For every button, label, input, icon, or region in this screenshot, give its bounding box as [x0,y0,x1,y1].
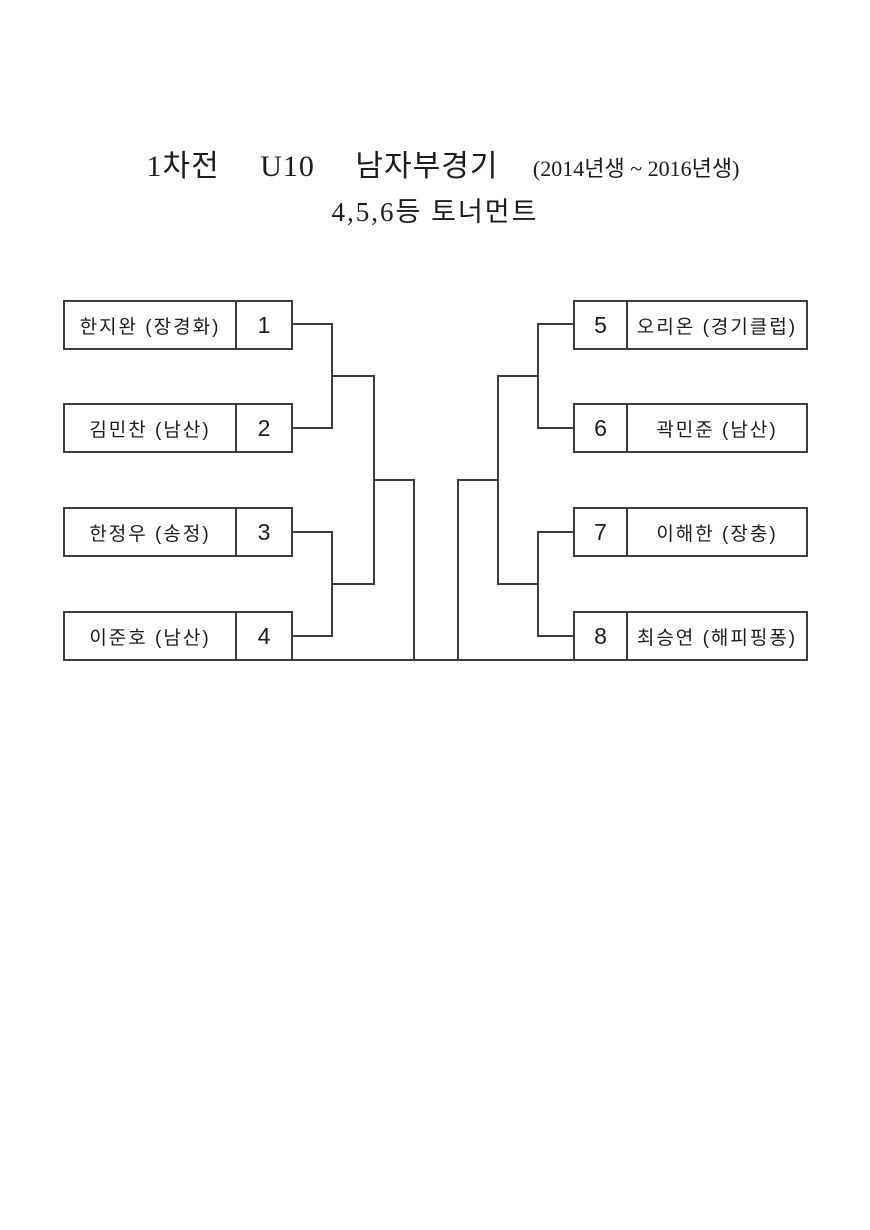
seed-number: 8 [575,613,628,659]
seed-number: 4 [235,613,291,659]
final-connector-line [293,659,573,661]
connector-line [497,375,537,377]
player-name: 김민찬 (남산) [89,419,211,441]
connector-line [537,427,573,429]
connector-line [375,479,415,481]
player-name: 오리온 (경기클럽) [636,316,798,338]
connector-line [293,427,333,429]
player-name: 한정우 (송정) [89,523,211,545]
player-box-7: 7 이해한 (장충) [573,507,808,557]
title-category: 남자부경기 [355,150,499,183]
seed-number: 6 [575,405,628,451]
connector-line [457,479,497,481]
seed-number: 7 [575,509,628,555]
seed-number: 3 [235,509,291,555]
connector-line [293,635,333,637]
connector-line [497,375,499,585]
connector-line [293,531,333,533]
connector-line [331,531,333,637]
player-box-5: 5 오리온 (경기클럽) [573,300,808,350]
title-area: 1차전 U10 남자부경기 (2014년생 ~ 2016년생) 4,5,6등 토… [0,148,870,228]
title-age-range: (2014년생 ~ 2016년생) [532,156,740,181]
connector-line [333,583,375,585]
player-box-8: 8 최승연 (해피핑퐁) [573,611,808,661]
player-name: 이해한 (장충) [656,523,778,545]
connector-line [537,323,539,429]
connector-line [497,583,537,585]
player-box-6: 6 곽민준 (남산) [573,403,808,453]
player-box-1: 한지완 (장경화) 1 [63,300,293,350]
connector-line [537,531,573,533]
player-name: 한지완 (장경화) [79,316,221,338]
player-name: 곽민준 (남산) [656,419,778,441]
seed-number: 5 [575,302,628,348]
player-name: 이준호 (남산) [89,627,211,649]
title-line-1: 1차전 U10 남자부경기 (2014년생 ~ 2016년생) [0,148,870,188]
connector-line [537,323,573,325]
connector-line [413,479,415,661]
connector-line [373,375,375,585]
connector-line [537,531,539,637]
player-box-3: 한정우 (송정) 3 [63,507,293,557]
player-box-2: 김민찬 (남산) 2 [63,403,293,453]
title-round: 1차전 [146,150,220,183]
seed-number: 2 [235,405,291,451]
connector-line [457,479,459,661]
player-name: 최승연 (해피핑퐁) [636,627,798,649]
title-subtitle: 4,5,6등 토너먼트 [331,197,539,227]
player-box-4: 이준호 (남산) 4 [63,611,293,661]
seed-number: 1 [235,302,291,348]
connector-line [333,375,375,377]
connector-line [293,323,333,325]
title-division: U10 [260,150,315,183]
connector-line [331,323,333,429]
connector-line [537,635,573,637]
